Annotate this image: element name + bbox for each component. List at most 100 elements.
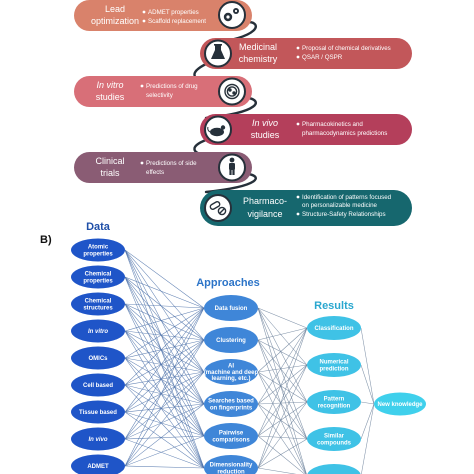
outcome-node: New knowledge [374, 392, 426, 416]
link-data-3-approach-5 [124, 330, 205, 469]
step-bullet: Identification of patterns focused [302, 194, 392, 201]
step-pill [200, 114, 412, 145]
step-bullet: pharmacodynamics predictions [302, 130, 387, 137]
data-node-label: ADMET [87, 464, 109, 470]
link-data-7-approach-0 [124, 307, 205, 440]
link-data-0-approach-3 [124, 249, 205, 405]
step-title-line-2: studies [96, 92, 125, 102]
result-node-label: Pattern [324, 397, 345, 403]
link-result-0-outcome [360, 327, 375, 405]
step-title-line-1: In vivo [252, 118, 278, 128]
petri-dish-icon [224, 83, 240, 100]
link-approach-4-result-0 [257, 327, 308, 437]
step-title-line-2: trials [100, 168, 120, 178]
data-node-shape [71, 346, 125, 370]
data-node-shape [71, 454, 125, 474]
data-node-label: Atomic [88, 245, 109, 251]
result-node [307, 464, 361, 474]
mouse-icon [207, 125, 226, 137]
step-in-vivo-studies: In vivo studies Pharmacokinetics and pha… [200, 114, 412, 145]
step-title-line-1: Lead [105, 4, 125, 14]
link-data-4-approach-1 [124, 339, 205, 359]
step-title-line-1: In vitro [96, 80, 123, 90]
step-lead-optimization: Lead optimization ADMET properties Scaff… [74, 0, 252, 31]
link-data-6-approach-2 [124, 371, 205, 413]
bullet-dot [142, 19, 146, 23]
link-data-8-approach-4 [124, 435, 205, 467]
step-bullet: Structure-Safety Relationships [302, 211, 386, 218]
flask-icon [211, 44, 225, 59]
data-approaches-results-network: B) Data Approaches Results Atomicpropert… [40, 221, 426, 474]
data-node-shape [71, 373, 125, 397]
step-medicinal-chemistry: Medicinal chemistry Proposal of chemical… [200, 38, 412, 69]
approach-node-label: (machine and deep [204, 370, 259, 376]
link-data-6-approach-1 [124, 339, 205, 413]
data-node-label: In vitro [88, 329, 108, 335]
data-node-shape [71, 319, 125, 343]
link-data-8-approach-0 [124, 307, 205, 467]
link-data-6-approach-5 [124, 411, 205, 469]
link-data-1-approach-1 [124, 276, 205, 341]
link-data-8-approach-3 [124, 403, 205, 467]
link-approach-3-result-2 [257, 401, 308, 405]
step-title-line-2: studies [251, 130, 280, 140]
step-clinical-trials: Clinical trials Predictions of side effe… [74, 152, 252, 183]
step-pharmacovigilance: Pharmaco- vigilance Identification of pa… [200, 190, 412, 226]
link-data-8-approach-2 [124, 371, 205, 467]
data-node-shape [71, 265, 125, 289]
drug-discovery-workflow: Lead optimization ADMET properties Scaff… [74, 0, 412, 226]
step-bullet: Proposal of chemical derivatives [302, 45, 391, 52]
link-data-2-approach-0 [124, 303, 205, 309]
bullet-dot [296, 195, 300, 199]
panel-label: B) [40, 234, 52, 246]
result-node-shape [307, 464, 361, 474]
link-data-7-approach-5 [124, 438, 205, 469]
step-bullet: QSAR / QSPR [302, 54, 343, 61]
data-node: Cell based [71, 373, 125, 397]
bullet-dot [140, 84, 144, 88]
approach-node-shape [204, 391, 258, 417]
approach-node-label: on fingerprints [210, 406, 253, 412]
link-approach-1-result-2 [257, 339, 308, 403]
link-data-1-approach-5 [124, 276, 205, 469]
approach-node-shape [204, 423, 258, 449]
icon-badge [218, 77, 246, 106]
data-node-shape [71, 400, 125, 424]
link-data-4-approach-5 [124, 357, 205, 469]
data-node: OMICs [71, 346, 125, 370]
result-node-label: recognition [318, 404, 351, 410]
step-bullet: selectivity [146, 92, 174, 99]
link-data-5-approach-5 [124, 384, 205, 469]
bullet-dot [296, 122, 300, 126]
data-node-label: structures [83, 306, 113, 312]
step-bullet: Predictions of side [146, 160, 197, 167]
data-node: In vivo [71, 427, 125, 451]
link-data-8-approach-1 [124, 339, 205, 467]
link-data-5-approach-2 [124, 371, 205, 386]
link-data-4-approach-3 [124, 357, 205, 405]
step-bullet: Scaffold replacement [148, 18, 206, 25]
link-data-2-approach-1 [124, 303, 205, 341]
approach-node-shape [204, 359, 258, 385]
bullet-dot [296, 55, 300, 59]
link-data-5-approach-3 [124, 384, 205, 405]
link-data-5-approach-1 [124, 339, 205, 386]
approaches-heading: Approaches [196, 277, 260, 289]
result-node-shape [307, 316, 361, 340]
result-node-label: Classification [314, 326, 353, 332]
person-icon [229, 157, 235, 175]
result-node-shape [307, 353, 361, 377]
data-node-label: properties [83, 252, 113, 258]
link-approach-2-result-3 [257, 371, 308, 440]
data-heading: Data [86, 221, 111, 233]
result-node-shape [307, 427, 361, 451]
link-data-3-approach-0 [124, 307, 205, 332]
step-in-vitro-studies: In vitro studies Predictions of drug sel… [74, 76, 252, 107]
result-node: Classification [307, 316, 361, 340]
network-links [124, 249, 375, 474]
link-data-1-approach-4 [124, 276, 205, 437]
link-approach-3-result-1 [257, 364, 308, 405]
